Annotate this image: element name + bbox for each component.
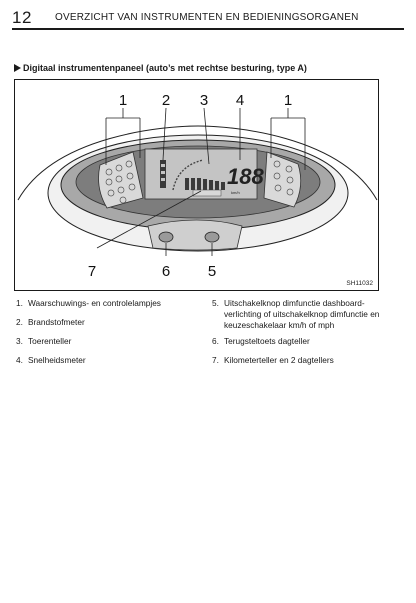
instrument-panel-figure: 188 km/h 1 2 3 4 1 7 6 5 SH110 [14,79,379,291]
dashboard-outline [17,125,378,201]
callout-leaders [96,107,306,256]
header-divider [12,28,404,30]
left-warning-lamp-panel [98,151,144,209]
trip-reset-knob [158,231,174,243]
right-warning-lamps [273,160,294,196]
control-knob-panel [147,219,243,251]
callout-2: 2 [162,92,170,109]
speed-readout: 188 [227,164,264,189]
dimmer-knob [204,231,220,243]
page-number: 12 [12,8,32,27]
callout-4: 4 [236,92,244,109]
odometer-display [192,189,222,197]
callout-7: 7 [88,263,96,280]
section-title: Digitaal instrumentenpaneel (auto’s met … [14,63,307,73]
right-warning-lamp-panel [263,151,302,208]
callout-5: 5 [208,263,216,280]
instrument-panel-illustration: 188 km/h 1 2 3 4 1 7 6 5 SH110 [17,92,378,287]
triangle-bullet-icon [14,64,21,72]
page-header-title: OVERZICHT VAN INSTRUMENTEN EN BEDIENINGS… [55,12,359,23]
left-warning-lamps [105,160,136,204]
figure-code: SH11032 [346,280,373,287]
callout-1-left: 1 [119,92,127,109]
tachometer-arc [172,159,204,191]
callout-3: 3 [200,92,208,109]
callout-6: 6 [162,263,170,280]
speed-unit-label: km/h [231,190,240,195]
callout-1-right: 1 [284,92,292,109]
section-title-text: Digitaal instrumentenpaneel (auto’s met … [23,63,307,73]
tachometer-bars [185,178,225,190]
